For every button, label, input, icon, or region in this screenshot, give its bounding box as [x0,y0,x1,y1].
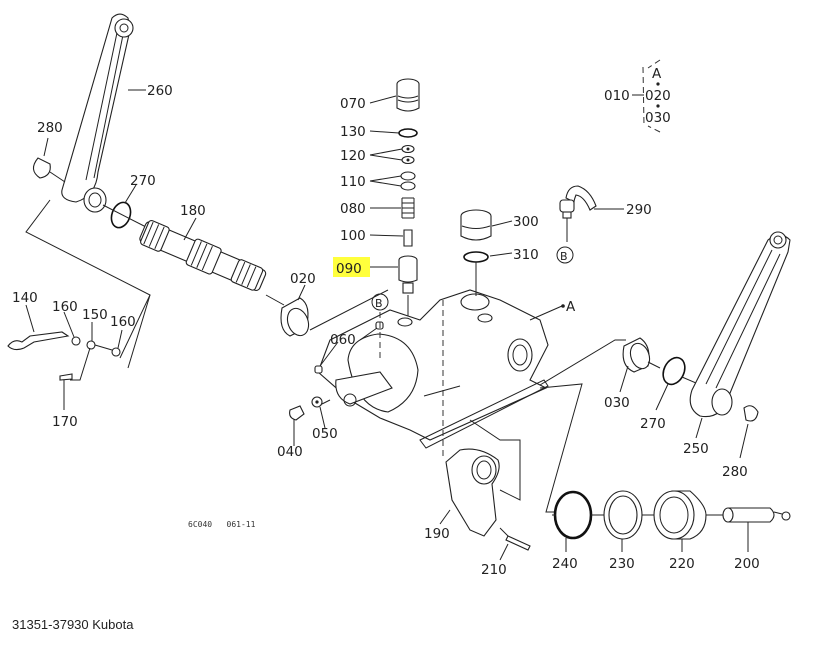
callout-050[interactable]: 050 [312,426,338,442]
callout-180[interactable]: 180 [180,203,206,219]
circlip-right [743,405,759,422]
bushing-020 [280,297,310,337]
parts-diagram: 260 280 270 180 140 160 150 160 170 020 … [7,13,791,578]
o-ring-310 [463,251,489,263]
ref-circle-b-mid [556,246,574,264]
callout-310[interactable]: 310 [513,247,539,263]
circlip-left [32,157,51,179]
linkage-rod [7,331,121,381]
callout-040[interactable]: 040 [277,444,303,460]
callout-280-left[interactable]: 280 [37,120,63,136]
callout-240[interactable]: 240 [552,556,578,572]
valve-stack [396,78,420,316]
callout-210[interactable]: 210 [481,562,507,578]
lift-arm-left [61,13,134,213]
callout-160-a[interactable]: 160 [52,299,78,315]
callout-170[interactable]: 170 [52,414,78,430]
callout-130[interactable]: 130 [340,124,366,140]
highlight-box [333,257,370,277]
ref-b-mid: B [560,250,568,263]
pipe-fitting-290 [559,185,597,242]
o-ring-right [662,356,686,386]
callout-090[interactable]: 090 [336,261,362,277]
o-ring-left [110,201,132,229]
group-020[interactable]: 020 [645,88,671,104]
rod-200 [722,507,791,523]
backup-ring-230 [603,490,643,540]
callout-260[interactable]: 260 [147,83,173,99]
lever-190 [445,448,500,537]
callout-140[interactable]: 140 [12,290,38,306]
callout-220[interactable]: 220 [669,556,695,572]
callout-300[interactable]: 300 [513,214,539,230]
ref-b-top: B [375,297,383,310]
callout-200[interactable]: 200 [734,556,760,572]
callout-070[interactable]: 070 [340,96,366,112]
callout-160-b[interactable]: 160 [110,314,136,330]
callout-100[interactable]: 100 [340,228,366,244]
callout-270-left[interactable]: 270 [130,173,156,189]
callout-270-right[interactable]: 270 [640,416,666,432]
o-ring-240 [553,490,593,540]
lift-housing [317,289,549,460]
ref-a: A [566,299,576,315]
callout-280-right[interactable]: 280 [722,464,748,480]
callout-250[interactable]: 250 [683,441,709,457]
callout-110[interactable]: 110 [340,174,366,190]
callout-120[interactable]: 120 [340,148,366,164]
piston-220 [653,490,707,540]
group-a: A [652,66,662,82]
callout-020[interactable]: 020 [290,271,316,287]
callout-060[interactable]: 060 [330,332,356,348]
callout-290[interactable]: 290 [626,202,652,218]
group-010[interactable]: 010 [604,88,630,104]
drawing-code: 6C040 061-11 [188,520,256,529]
ref-circle-b-top [371,293,389,311]
group-bracket [642,59,661,133]
callout-150[interactable]: 150 [82,307,108,323]
pin-210 [505,535,531,551]
callout-080[interactable]: 080 [340,201,366,217]
shaft [139,219,267,292]
callout-030[interactable]: 030 [604,395,630,411]
callout-230[interactable]: 230 [609,556,635,572]
group-030[interactable]: 030 [645,110,671,126]
part-number-caption: 31351-37930 Kubota [12,617,134,632]
callout-190[interactable]: 190 [424,526,450,542]
bushing-030 [622,337,651,373]
lift-arm-right [689,231,791,418]
plug-300 [460,209,492,241]
